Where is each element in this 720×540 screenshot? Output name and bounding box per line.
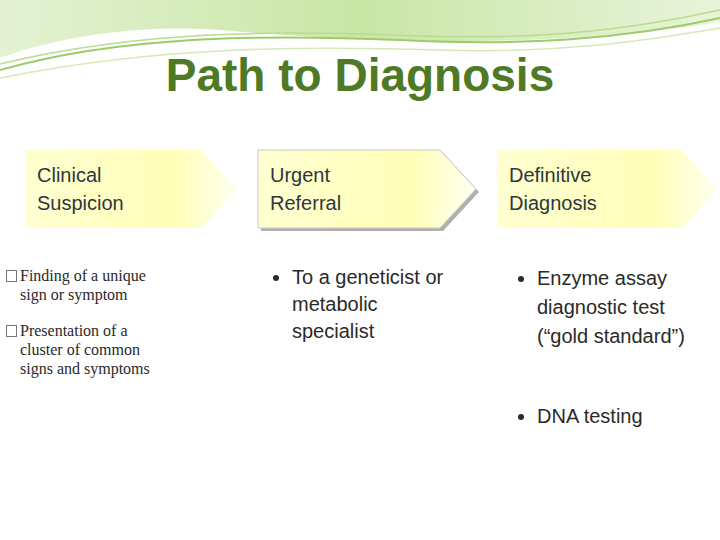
bullet-box [6,270,17,282]
bullet-dot [518,414,524,420]
step-label: Definitive Diagnosis [509,161,631,217]
chevron-shape [258,150,476,228]
bullet-box [6,325,17,337]
chevron-fill [497,150,718,228]
bullet-text: Finding of a unique sign or symptom [20,266,170,304]
chevron-step: Definitive Diagnosis [497,150,718,228]
diagram-title: Path to Diagnosis [0,48,720,102]
bullet-text: DNA testing [537,402,709,431]
bullet-text: Enzyme assay diagnostic test (“gold stan… [537,264,709,351]
chevron-fill [258,150,476,228]
step-label: Clinical Suspicion [37,161,159,217]
chevron-step: Urgent Referral [258,150,476,228]
chevron-shape [25,150,237,228]
bullet-text: To a geneticist or metabolic specialist [292,264,454,345]
chevron-fill [25,150,237,228]
bullet-dot [518,276,524,282]
bullet-dot [273,275,279,281]
bullet-text: Presentation of a cluster of common sign… [20,321,170,378]
chevron-step: Clinical Suspicion [25,150,237,228]
step-label: Urgent Referral [270,161,392,217]
chevron-shape [497,150,718,228]
